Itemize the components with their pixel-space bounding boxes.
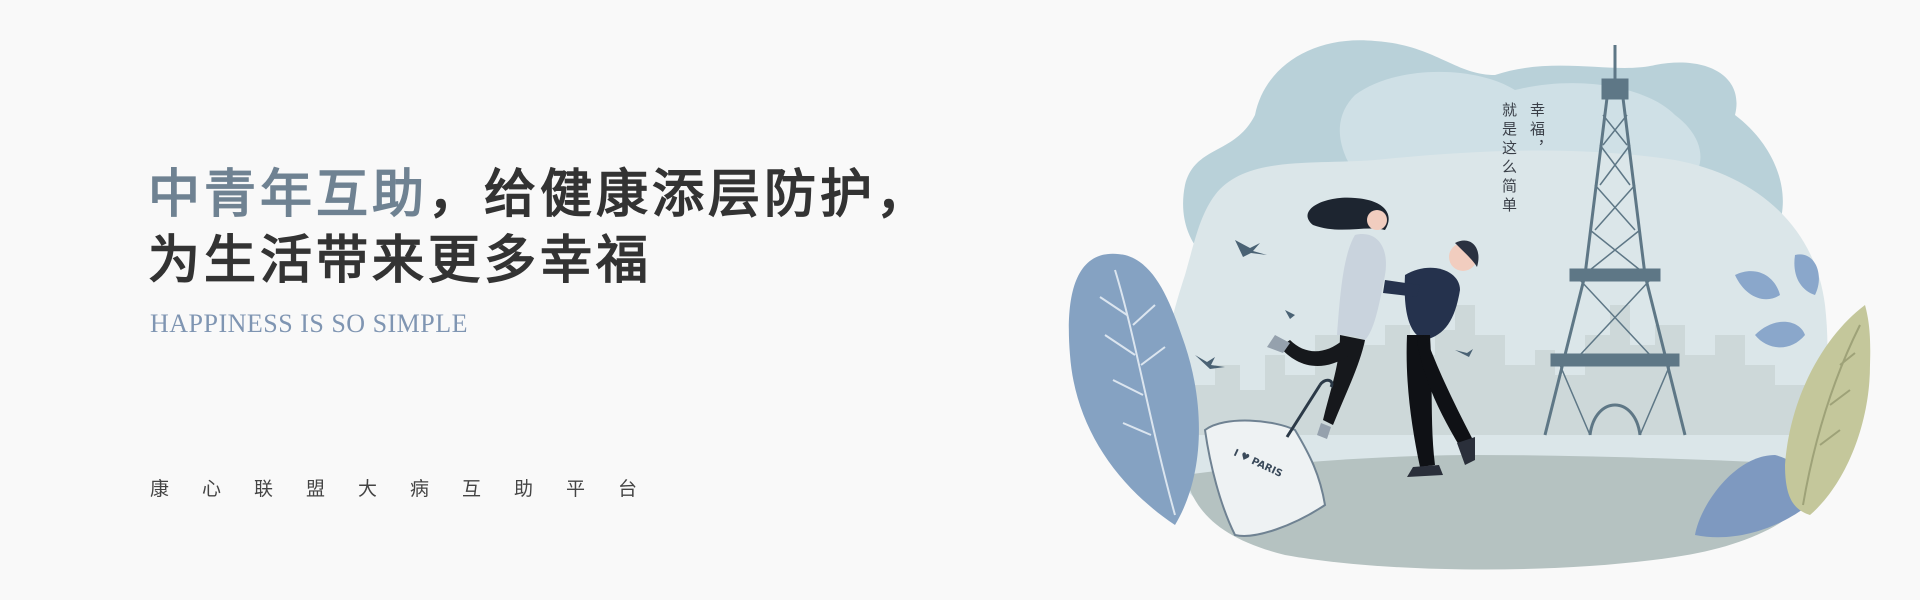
couple	[1267, 197, 1479, 477]
subtitle: HAPPINESS IS SO SIMPLE	[150, 309, 469, 338]
headline: 中青年互助，给健康添层防护， 为生活带来更多幸福	[148, 162, 932, 294]
left-leaf	[1068, 253, 1199, 526]
slogan-line-1: 幸福，	[1528, 102, 1546, 159]
slogan-line-2: 就是这么简单	[1500, 102, 1518, 216]
ground	[1185, 455, 1825, 570]
right-leaves	[1695, 254, 1871, 538]
hero-illustration: I ♥ PARIS	[1068, 40, 1871, 570]
headline-line1-rest: ，给健康添层防护，	[428, 165, 933, 225]
headline-accent: 中青年互助	[148, 165, 429, 225]
platform-name: 康心联盟大病互助平台	[150, 478, 671, 500]
umbrella: I ♥ PARIS	[1203, 378, 1334, 537]
eiffel-tower	[1543, 45, 1687, 436]
headline-line-1: 中青年互助，给健康添层防护，	[148, 162, 932, 228]
illustration-slogan: 幸福， 就是这么简单	[1500, 102, 1546, 216]
headline-line-2: 为生活带来更多幸福	[148, 231, 653, 291]
